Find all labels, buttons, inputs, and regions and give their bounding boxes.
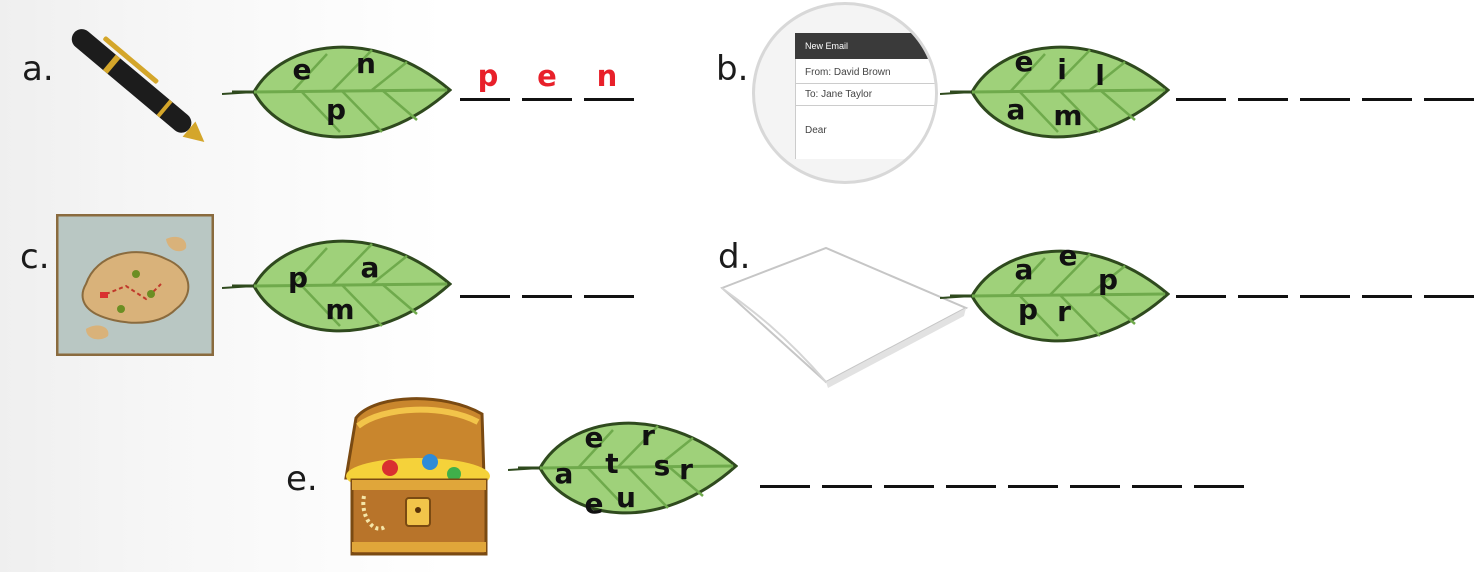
answer-blank[interactable] xyxy=(460,98,510,101)
answer-blank[interactable] xyxy=(1176,295,1226,298)
answer-blank[interactable] xyxy=(1424,295,1474,298)
answer-blank[interactable] xyxy=(1238,295,1288,298)
answer-blank[interactable] xyxy=(460,295,510,298)
leaf-letter: e xyxy=(584,421,604,454)
leaf-letter: p xyxy=(1017,293,1039,326)
leaf-letter: m xyxy=(325,293,355,326)
leaf-letter: t xyxy=(605,447,619,480)
email-to: To: Jane Taylor xyxy=(805,89,873,100)
leaf-letter: n xyxy=(356,47,376,80)
leaf-letter: r xyxy=(1057,295,1071,328)
item-e-label: e. xyxy=(286,459,318,499)
item-d-label: d. xyxy=(718,237,751,277)
letter-leaf-e: e r a t s r e u xyxy=(508,408,738,528)
answer-blank[interactable] xyxy=(1132,485,1182,488)
answer-blank[interactable] xyxy=(946,485,996,488)
answer-blank[interactable] xyxy=(1176,98,1226,101)
leaf-letter: p xyxy=(1097,263,1119,296)
answer-blank[interactable] xyxy=(1362,98,1412,101)
answer-blank[interactable] xyxy=(1424,98,1474,101)
answer-blank[interactable] xyxy=(1300,295,1350,298)
leaf-letter: i xyxy=(1057,53,1067,86)
leaf-letter: r xyxy=(641,419,655,452)
treasure-map-icon xyxy=(55,213,215,360)
email-header: New Email xyxy=(805,41,849,51)
answer-blank[interactable] xyxy=(522,98,572,101)
item-b-label: b. xyxy=(716,49,749,89)
answer-blank[interactable] xyxy=(584,295,634,298)
leaf-letter: e xyxy=(292,53,312,86)
answer-blank[interactable] xyxy=(1008,485,1058,488)
letter-leaf-c: p a m xyxy=(222,226,452,346)
answer-blank[interactable] xyxy=(884,485,934,488)
leaf-letter: a xyxy=(1006,93,1026,126)
answer-blank[interactable] xyxy=(1070,485,1120,488)
leaf-letter: e xyxy=(584,487,604,520)
leaf-letter: a xyxy=(554,457,574,490)
leaf-letter: p xyxy=(325,93,347,126)
answer-blank[interactable] xyxy=(1300,98,1350,101)
answer-blank[interactable] xyxy=(822,485,872,488)
answer-blank[interactable] xyxy=(1194,485,1244,488)
pen-icon xyxy=(60,18,220,162)
answer-letter: p xyxy=(477,59,499,93)
item-c-label: c. xyxy=(20,237,50,277)
leaf-letter: p xyxy=(287,261,309,294)
leaf-letter: a xyxy=(1014,253,1034,286)
treasure-chest-icon xyxy=(334,386,499,566)
letter-leaf-b: e i l a m xyxy=(940,32,1170,152)
leaf-letter: m xyxy=(1053,99,1083,132)
answer-blank[interactable] xyxy=(522,295,572,298)
leaf-letter: e xyxy=(1058,239,1078,272)
email-screen-icon: New Email From: David Brown To: Jane Tay… xyxy=(752,2,938,184)
leaf-letter: r xyxy=(679,453,693,486)
leaf-letter: s xyxy=(653,449,671,482)
answer-letter: n xyxy=(596,59,618,93)
answer-letter: e xyxy=(537,59,557,93)
letter-leaf-a: e n p xyxy=(222,32,452,152)
leaf-letter: a xyxy=(360,251,380,284)
leaf-letter: e xyxy=(1014,45,1034,78)
item-a-label: a. xyxy=(22,49,54,89)
leaf-letter: l xyxy=(1095,59,1105,92)
answer-blank[interactable] xyxy=(1238,98,1288,101)
email-body: Dear xyxy=(805,125,827,136)
paper-sheet-icon xyxy=(714,242,974,396)
answer-blank[interactable] xyxy=(584,98,634,101)
answer-blank[interactable] xyxy=(1362,295,1412,298)
email-from: From: David Brown xyxy=(805,67,891,78)
letter-leaf-d: a e p p r xyxy=(940,236,1170,356)
leaf-letter: u xyxy=(616,481,636,514)
answer-blank[interactable] xyxy=(760,485,810,488)
